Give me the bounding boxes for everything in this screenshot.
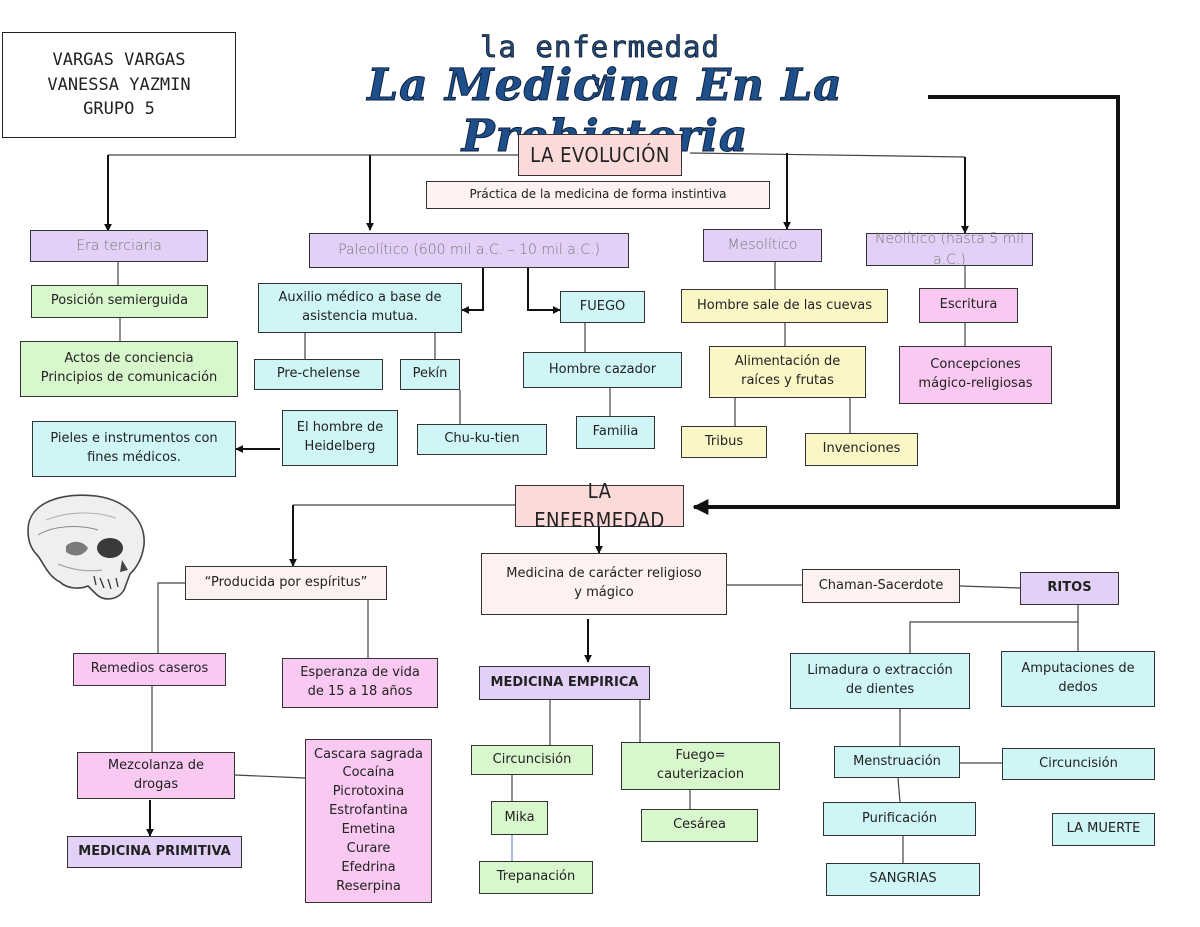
- tribus-node: Tribus: [681, 426, 767, 458]
- circuncision-ritos-node: Circuncisión: [1002, 748, 1155, 780]
- mika-node: Mika: [491, 801, 548, 835]
- droga-item: Cascara sagrada: [314, 746, 423, 762]
- posicion-semierguida-node: Posición semierguida: [31, 285, 208, 318]
- evolucion-description: Práctica de la medicina de forma instint…: [426, 181, 770, 209]
- chu-ku-tien-node: Chu-ku-tien: [417, 424, 547, 455]
- fuego-cauterizacion-node: Fuego= cauterizacion: [621, 742, 780, 790]
- mezcolanza-drogas-node: Mezcolanza de drogas: [77, 752, 235, 799]
- author-name: VANESSA YAZMIN: [47, 74, 191, 95]
- invenciones-node: Invenciones: [805, 433, 918, 466]
- amputaciones-dedos-node: Amputaciones de dedos: [1001, 651, 1155, 707]
- droga-item: Cocaína: [342, 765, 395, 781]
- remedios-caseros-node: Remedios caseros: [73, 653, 226, 686]
- skull-illustration: [27, 494, 145, 600]
- auxilio-medico-node: Auxilio médico a base de asistencia mutu…: [258, 283, 462, 333]
- author-box: VARGAS VARGAS VANESSA YAZMIN GRUPO 5: [2, 32, 236, 138]
- limadura-dientes-node: Limadura o extracción de dientes: [790, 653, 970, 709]
- drogas-list: Cascara sagrada Cocaína Picrotoxina Estr…: [305, 739, 432, 903]
- paleolitico-node: Paleolítico (600 mil a.C. – 10 mil a.C.): [309, 233, 629, 268]
- trepanacion-node: Trepanación: [479, 861, 593, 894]
- hombre-cazador-node: Hombre cazador: [523, 352, 682, 388]
- medicina-primitiva-node: MEDICINA PRIMITIVA: [67, 836, 242, 868]
- ritos-node: RITOS: [1020, 572, 1119, 605]
- droga-item: Curare: [346, 840, 391, 856]
- mesolitico-node: Mesolítico: [703, 229, 822, 262]
- title-small: la enfermedad y: [480, 30, 720, 99]
- medicina-empirica-node: MEDICINA EMPIRICA: [479, 666, 650, 700]
- heidelberg-node: El hombre de Heidelberg: [282, 410, 398, 466]
- fuego-node: FUEGO: [560, 291, 645, 323]
- familia-node: Familia: [576, 416, 655, 449]
- alimentacion-node: Alimentación de raíces y frutas: [709, 346, 866, 398]
- sangrias-node: SANGRIAS: [826, 863, 980, 896]
- neolitico-node: Neolítico (hasta 5 mil a.C.): [866, 231, 1033, 268]
- producida-espiritus-node: “Producida por espíritus”: [185, 566, 387, 600]
- enfermedad-heading: LA ENFERMEDAD: [515, 479, 684, 532]
- la-muerte-node: LA MUERTE: [1052, 813, 1155, 846]
- pekin-node: Pekín: [400, 359, 460, 390]
- esperanza-vida-node: Esperanza de vida de 15 a 18 años: [282, 658, 438, 708]
- cesarea-node: Cesárea: [641, 809, 758, 842]
- purificacion-node: Purificación: [823, 802, 976, 836]
- menstruacion-node: Menstruación: [834, 746, 960, 778]
- hombre-sale-cuevas-node: Hombre sale de las cuevas: [681, 289, 888, 323]
- circuncision-empirica-node: Circuncisión: [471, 745, 593, 775]
- chaman-sacerdote-node: Chaman-Sacerdote: [802, 569, 960, 603]
- evolucion-heading: LA EVOLUCIÓN: [518, 134, 682, 176]
- droga-item: Emetina: [341, 822, 396, 837]
- escritura-node: Escritura: [919, 288, 1018, 323]
- droga-item: Picrotoxina: [332, 784, 405, 800]
- droga-item: Efedrina: [341, 859, 396, 875]
- droga-item: Reserpina: [336, 878, 401, 894]
- author-surname: VARGAS VARGAS: [52, 50, 186, 71]
- pieles-instrumentos-node: Pieles e instrumentos con fines médicos.: [32, 421, 236, 477]
- concepciones-node: Concepciones mágico-religiosas: [899, 346, 1052, 404]
- droga-item: Estrofantina: [329, 803, 408, 819]
- medicina-religiosa-node: Medicina de carácter religioso y mágico: [481, 553, 727, 615]
- author-group: GRUPO 5: [83, 99, 155, 120]
- pre-chelense-node: Pre-chelense: [254, 359, 383, 390]
- actos-conciencia-node: Actos de conciencia Principios de comuni…: [20, 341, 238, 397]
- era-terciaria-node: Era terciaria: [30, 230, 208, 262]
